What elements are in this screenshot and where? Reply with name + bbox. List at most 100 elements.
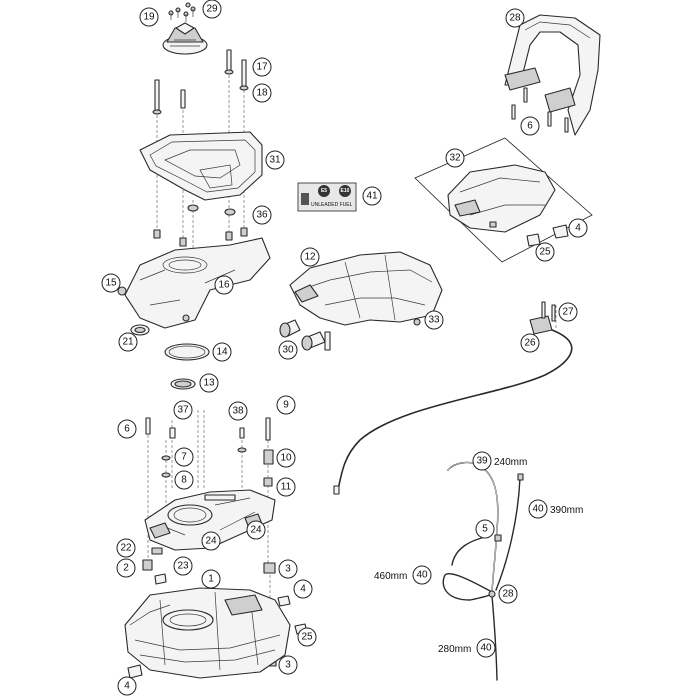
svg-text:23: 23 xyxy=(177,561,189,572)
callout-6-bottom: 6 xyxy=(117,419,137,439)
callout-3-lower: 3 xyxy=(278,655,298,675)
callout-10: 10 xyxy=(276,448,296,468)
lower-fasteners xyxy=(127,417,308,679)
svg-text:19: 19 xyxy=(143,12,155,23)
callout-29: 29 xyxy=(202,0,222,19)
breather-hoses xyxy=(442,461,524,681)
callout-4-mid: 4 xyxy=(293,579,313,599)
svg-text:25: 25 xyxy=(301,632,313,643)
fuel-tank xyxy=(124,587,291,679)
callout-14: 14 xyxy=(212,342,232,362)
svg-text:8: 8 xyxy=(181,475,187,486)
callout-4-top: 4 xyxy=(568,218,588,238)
svg-text:27: 27 xyxy=(562,307,574,318)
callout-19: 19 xyxy=(139,7,159,27)
svg-text:28: 28 xyxy=(502,589,514,600)
e5-badge: E5 xyxy=(321,188,327,194)
svg-text:26: 26 xyxy=(524,338,536,349)
callout-36: 36 xyxy=(252,205,272,225)
svg-text:6: 6 xyxy=(124,424,130,435)
svg-text:4: 4 xyxy=(300,584,306,595)
callout-6-top: 6 xyxy=(520,116,540,136)
svg-text:14: 14 xyxy=(216,347,228,358)
svg-text:29: 29 xyxy=(206,4,218,15)
pillion-seat xyxy=(414,137,593,263)
svg-text:24: 24 xyxy=(205,536,217,547)
callout-23-right: 24 xyxy=(246,520,266,540)
callout-16: 16 xyxy=(214,275,234,295)
svg-text:3: 3 xyxy=(285,660,291,671)
fuel-sticker: E5 E10 UNLEADED FUEL xyxy=(297,182,357,212)
svg-text:40: 40 xyxy=(480,643,492,654)
fuel-cap xyxy=(162,2,208,55)
svg-text:38: 38 xyxy=(232,406,244,417)
callout-38: 38 xyxy=(228,401,248,421)
callout-27: 27 xyxy=(558,302,578,322)
callout-7: 7 xyxy=(174,447,194,467)
callout-28: 28 xyxy=(498,584,518,604)
measure-460: 460mm xyxy=(374,571,407,582)
callout-12: 12 xyxy=(300,247,320,267)
callout-23-left: 23 xyxy=(173,556,193,576)
measure-280: 280mm xyxy=(438,644,471,655)
callout-5: 5 xyxy=(475,519,495,539)
callout-26: 26 xyxy=(520,333,540,353)
callout-37: 37 xyxy=(173,400,193,420)
svg-text:4: 4 xyxy=(575,223,581,234)
grommets xyxy=(153,227,248,247)
callout-40-460: 40 xyxy=(412,565,432,585)
callout-4-bottom: 4 xyxy=(117,676,137,696)
svg-text:32: 32 xyxy=(449,153,461,164)
svg-text:28: 28 xyxy=(509,13,521,24)
svg-text:40: 40 xyxy=(416,570,428,581)
callout-33: 32 xyxy=(445,148,465,168)
svg-text:6: 6 xyxy=(527,121,533,132)
svg-text:37: 37 xyxy=(177,405,189,416)
rings xyxy=(130,324,210,390)
callout-25-bottom: 25 xyxy=(297,627,317,647)
svg-text:15: 15 xyxy=(105,278,117,289)
svg-text:13: 13 xyxy=(203,378,215,389)
svg-text:11: 11 xyxy=(281,482,292,493)
callout-2: 2 xyxy=(116,558,136,578)
svg-text:5: 5 xyxy=(482,524,488,535)
callout-22: 22 xyxy=(116,538,136,558)
e10-badge: E10 xyxy=(341,188,350,194)
svg-text:30: 30 xyxy=(282,345,294,356)
seat-bolts xyxy=(279,319,331,351)
tank-upper-cover xyxy=(117,237,271,329)
svg-text:18: 18 xyxy=(256,88,268,99)
callout-18: 18 xyxy=(252,83,272,103)
svg-text:22: 22 xyxy=(120,543,132,554)
callout-1: 1 xyxy=(201,569,221,589)
svg-text:10: 10 xyxy=(280,453,292,464)
callout-31: 31 xyxy=(265,150,285,170)
measure-390: 390mm xyxy=(550,505,583,516)
grab-handle xyxy=(504,14,601,136)
svg-text:31: 31 xyxy=(269,155,281,166)
svg-text:41: 41 xyxy=(366,191,378,202)
svg-text:25: 25 xyxy=(539,247,551,258)
callout-34: 33 xyxy=(424,310,444,330)
callout-21: 21 xyxy=(118,332,138,352)
callout-39: 39 xyxy=(472,451,492,471)
svg-text:7: 7 xyxy=(181,452,187,463)
sticker-label: UNLEADED FUEL xyxy=(311,202,353,208)
callout-11: 11 xyxy=(276,477,296,497)
fuel-pump-assembly xyxy=(144,489,276,551)
callout-13: 13 xyxy=(199,373,219,393)
svg-text:3: 3 xyxy=(285,564,291,575)
svg-text:1: 1 xyxy=(208,574,214,585)
callout-32: 30 xyxy=(278,340,298,360)
seat-lock-cable xyxy=(333,301,573,495)
svg-text:9: 9 xyxy=(283,400,289,411)
svg-text:24: 24 xyxy=(250,525,262,536)
callout-15: 15 xyxy=(101,273,121,293)
svg-text:16: 16 xyxy=(218,280,230,291)
callout-40-390: 40 xyxy=(528,499,548,519)
svg-text:2: 2 xyxy=(123,563,129,574)
svg-text:33: 33 xyxy=(428,315,440,326)
callout-8: 8 xyxy=(174,470,194,490)
svg-text:40: 40 xyxy=(532,504,544,515)
